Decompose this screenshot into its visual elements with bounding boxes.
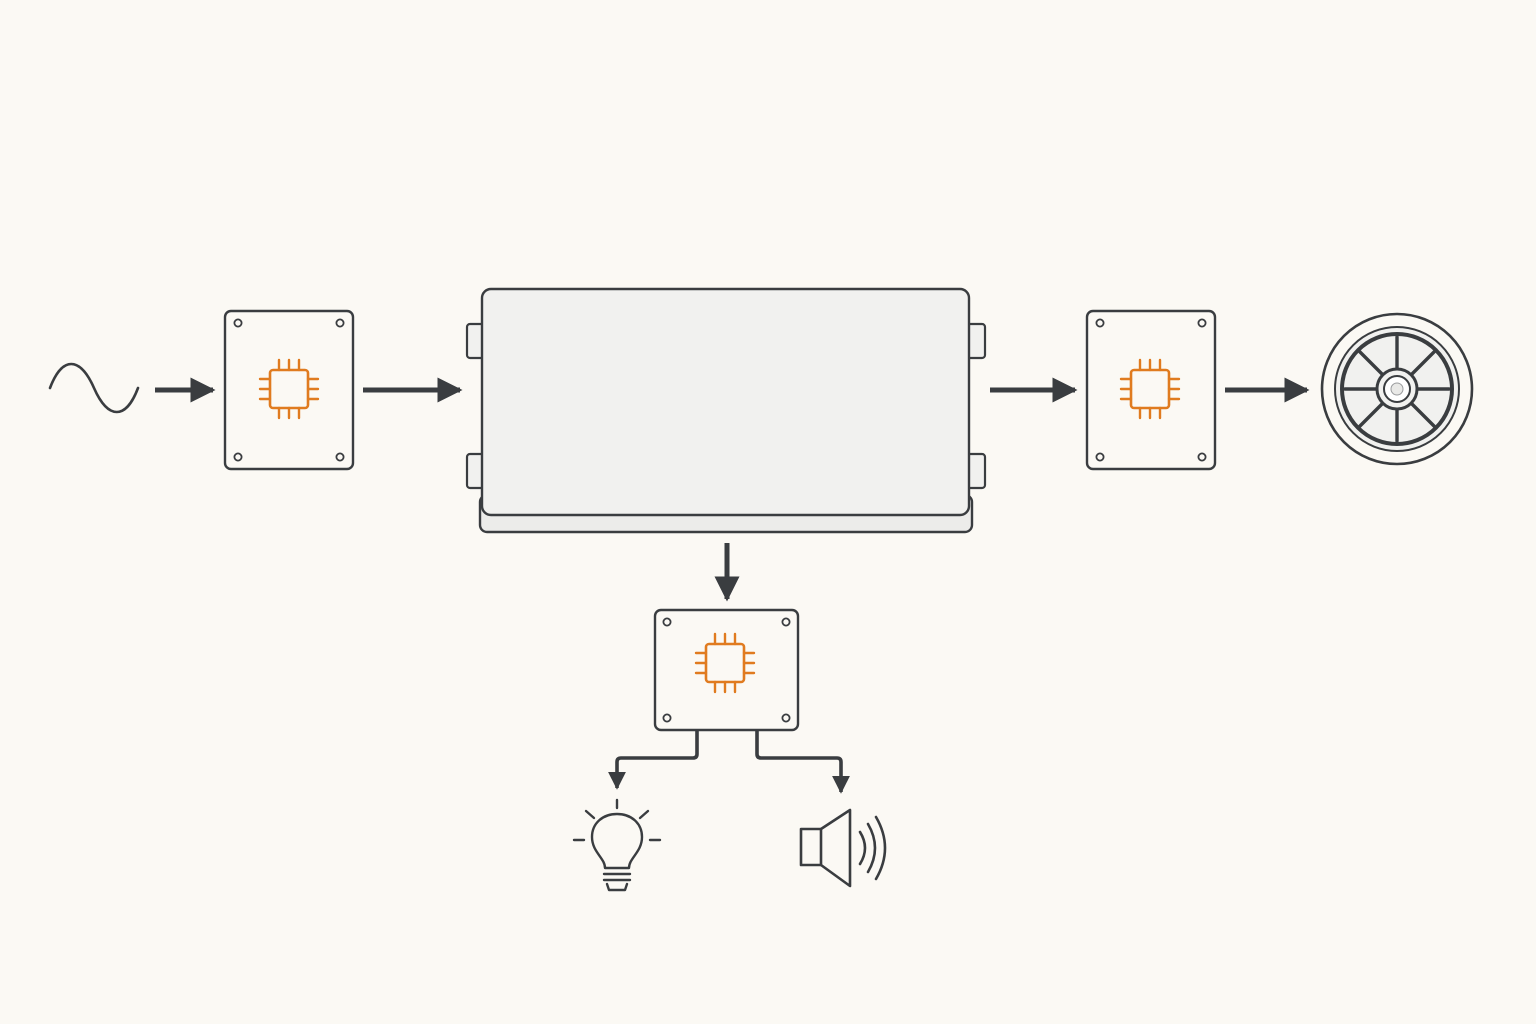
output-controller-module[interactable] [1085,309,1217,471]
arrow-alert-to-speaker [755,731,850,794]
alert-controller-module[interactable] [653,608,800,732]
arrow-alert-to-light [608,731,699,790]
light-bulb-icon[interactable] [572,798,662,892]
fan-icon[interactable] [1320,312,1474,466]
main-unit-enclosure[interactable] [465,287,987,534]
input-controller-module[interactable] [223,309,355,471]
speaker-icon[interactable] [799,808,887,888]
sine-wave-icon [48,362,140,414]
